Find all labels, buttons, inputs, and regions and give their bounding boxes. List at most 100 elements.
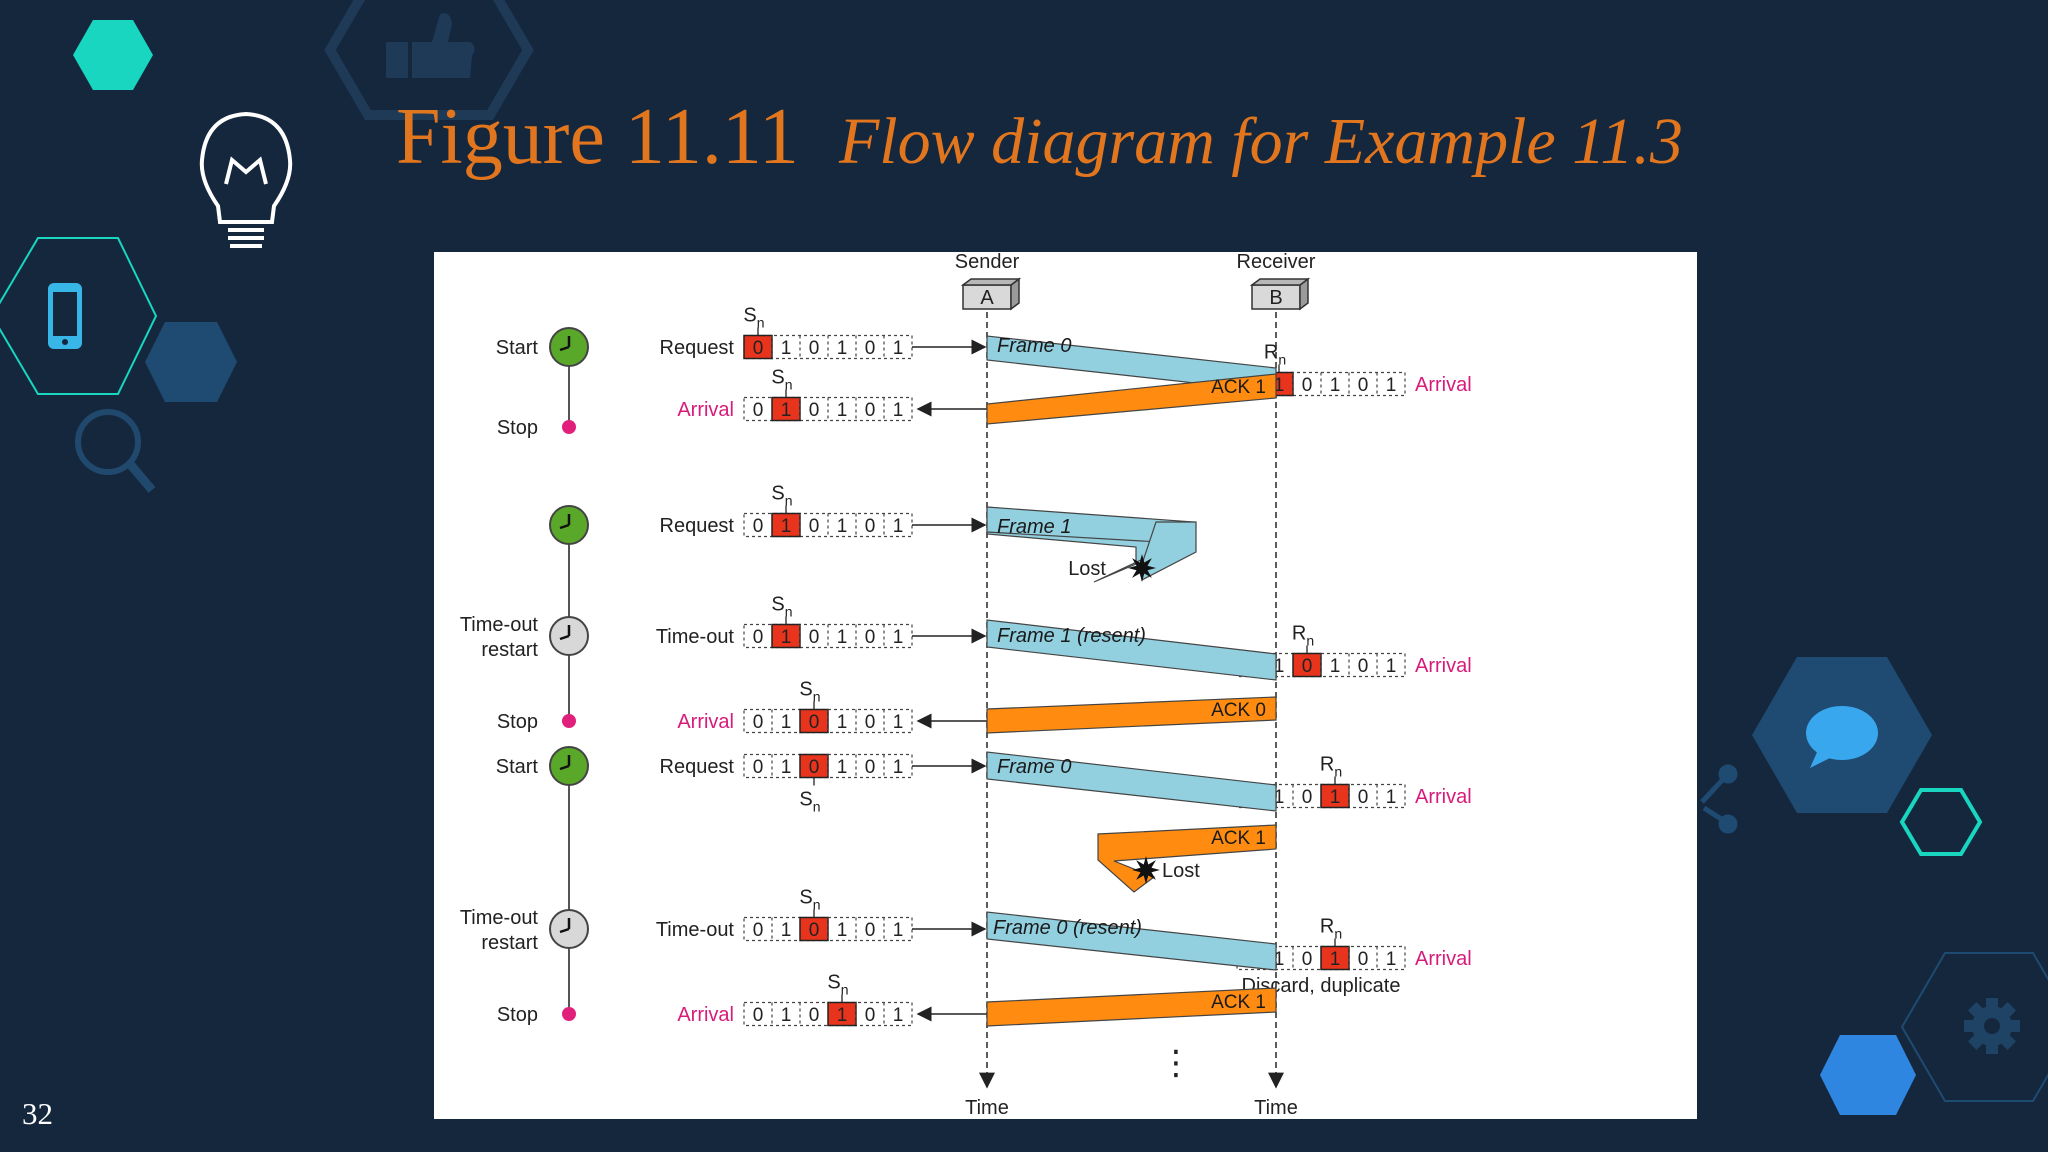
receiver-row-1-rn-subscript: n (1278, 352, 1286, 368)
receiver-row-3-bit-4: 1 (1330, 787, 1341, 808)
slide-number: 32 (22, 1096, 53, 1131)
message-label-7: ACK 1 (1211, 828, 1266, 849)
receiver-row-4-bit-6: 1 (1386, 949, 1397, 970)
sender-row-7-label: Time-out (656, 919, 735, 941)
receiver-row-3-rn-subscript: n (1334, 764, 1342, 780)
receiver-box-top (1249, 278, 1311, 286)
receiver-row-3-bit-5: 0 (1358, 787, 1369, 808)
message-ack-5 (986, 696, 1277, 734)
message-ack-2 (986, 373, 1277, 425)
sender-time-label: Time (965, 1097, 1009, 1119)
sender-row-6-bit-3: 0 (809, 757, 820, 778)
sender-row-4-bit-6: 1 (893, 627, 904, 648)
sender-row-3-sn-subscript: n (785, 493, 793, 509)
receiver-row-2-bit-4: 1 (1330, 656, 1341, 677)
teal-hexagon-outline (1899, 788, 1983, 856)
receiver-row-1-rn: Rn (1264, 342, 1286, 368)
timer-label-2-1: Stop (497, 417, 538, 439)
sender-box-label: A (980, 287, 994, 309)
sender-row-5-bit-1: 0 (753, 712, 764, 733)
timer-clock-hand-b-7 (559, 927, 570, 934)
message-label-2: ACK 1 (1211, 377, 1266, 398)
timer-stop-dot-5 (562, 714, 576, 728)
timer-clock-hand-b-6 (559, 764, 570, 771)
lost-star-icon-1 (1128, 554, 1156, 582)
timer-label-1-1: Start (496, 337, 539, 359)
receiver-row-4-rn: Rn (1320, 916, 1342, 942)
sender-row-2-label: Arrival (677, 399, 734, 421)
sender-row-2-bit-6: 1 (893, 400, 904, 421)
receiver-row-1-bit-5: 0 (1358, 375, 1369, 396)
receiver-row-4-rn-subscript: n (1334, 926, 1342, 942)
sender-row-6-bit-4: 1 (837, 757, 848, 778)
sender-row-8-label: Arrival (677, 1004, 734, 1026)
message-label-4: Frame 1 (resent) (997, 625, 1146, 647)
message-label-8: Frame 0 (resent) (993, 917, 1142, 939)
timer-clock-hand-b-3 (559, 523, 570, 530)
sender-row-4-label: Time-out (656, 626, 735, 648)
receiver-row-1-bit-4: 1 (1330, 375, 1341, 396)
receiver-row-4-bit-4: 1 (1330, 949, 1341, 970)
receiver-title: Receiver (1237, 252, 1316, 273)
timer-label-7-1: Time-out (460, 907, 539, 929)
sender-row-3-bit-4: 1 (837, 516, 848, 537)
lightbulb-icon (199, 111, 293, 248)
sender-row-8-bit-3: 0 (809, 1005, 820, 1026)
sender-row-1-bit-1: 0 (753, 338, 764, 359)
sender-row-8-sn-subscript: n (841, 982, 849, 998)
teal-hexagon (73, 20, 153, 90)
receiver-row-4-bit-3: 0 (1302, 949, 1313, 970)
receiver-row-2-bit-5: 0 (1358, 656, 1369, 677)
timer-stop-dot-2 (562, 420, 576, 434)
sender-row-8-bit-1: 0 (753, 1005, 764, 1026)
timer-clock-hand-b-1 (559, 345, 570, 352)
sender-row-8-bit-2: 1 (781, 1005, 792, 1026)
sender-row-3-bit-3: 0 (809, 516, 820, 537)
sender-row-8-sn: Sn (827, 972, 848, 998)
sender-row-3-sn: Sn (771, 483, 792, 509)
message-label-5: ACK 0 (1211, 700, 1266, 721)
figure-caption: Flow diagram for Example 11.3 (838, 105, 1683, 178)
sender-row-4-bit-5: 0 (865, 627, 876, 648)
figure-number: Figure 11.11 (396, 93, 799, 181)
receiver-time-label: Time (1254, 1097, 1298, 1119)
gear-hexagon (1900, 952, 2048, 1102)
receiver-row-2-bit-2: 1 (1274, 656, 1285, 677)
receiver-row-2-bit-3: 0 (1302, 656, 1313, 677)
sender-row-4-bit-4: 1 (837, 627, 848, 648)
sender-row-6-bit-5: 0 (865, 757, 876, 778)
timer-clock-hand-b-4 (559, 634, 570, 641)
blue-hexagon (145, 322, 237, 402)
sender-row-7-sn-subscript: n (813, 897, 821, 913)
sender-row-7-bit-3: 0 (809, 920, 820, 941)
receiver-row-4-bit-2: 1 (1274, 949, 1285, 970)
sender-row-4-bit-2: 1 (781, 627, 792, 648)
phone-hexagon (0, 237, 158, 395)
sender-row-8-bit-5: 0 (865, 1005, 876, 1026)
blue-hexagon-bottom (1820, 1035, 1916, 1115)
sender-row-3-bit-6: 1 (893, 516, 904, 537)
sender-row-5-bit-3: 0 (809, 712, 820, 733)
timer-label-4-1: Time-out (460, 614, 539, 636)
receiver-row-3-rn: Rn (1320, 754, 1342, 780)
sender-row-5-sn-subscript: n (813, 689, 821, 705)
message-label-1: Frame 0 (997, 335, 1071, 357)
receiver-row-3-bit-6: 1 (1386, 787, 1397, 808)
sender-row-6-sn: Sn (799, 789, 820, 815)
sender-row-2-bit-3: 0 (809, 400, 820, 421)
sender-row-6-bit-2: 1 (781, 757, 792, 778)
lost-star-icon-2 (1132, 856, 1160, 884)
magnifier-icon (75, 409, 156, 493)
timer-label-8-1: Stop (497, 1004, 538, 1026)
receiver-row-3-bit-3: 0 (1302, 787, 1313, 808)
receiver-row-4-note: Discard, duplicate (1242, 975, 1401, 997)
receiver-row-2-bit-6: 1 (1386, 656, 1397, 677)
message-label-6: Frame 0 (997, 756, 1071, 778)
message-label-3: Frame 1 (997, 516, 1071, 538)
message-lost-label-7: Lost (1162, 860, 1200, 882)
sender-row-3-bit-1: 0 (753, 516, 764, 537)
receiver-box-label: B (1269, 287, 1282, 309)
message-frame-4 (986, 619, 1277, 681)
message-frame-6 (986, 751, 1277, 812)
